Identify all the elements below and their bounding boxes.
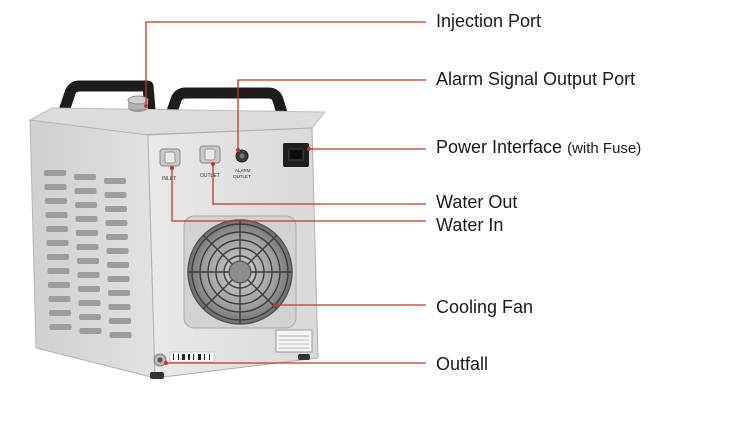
label-alarm-signal-output-port: Alarm Signal Output Port bbox=[436, 69, 636, 89]
vent-slot bbox=[78, 286, 100, 292]
barcode-bar bbox=[209, 354, 210, 360]
vent-slot bbox=[78, 300, 101, 306]
outfall-drain bbox=[153, 353, 167, 367]
barcode-bar bbox=[193, 354, 194, 360]
alarm-mark-line1: ALARM bbox=[235, 168, 251, 173]
side-vent-slots bbox=[44, 170, 132, 338]
barcode-bar bbox=[182, 354, 185, 360]
label-injection-port: Injection Port bbox=[436, 11, 542, 31]
vent-slot bbox=[45, 198, 67, 204]
vent-slot bbox=[47, 268, 70, 274]
water-inlet-fitting bbox=[159, 148, 181, 167]
vent-slot bbox=[48, 296, 71, 302]
label-power-interface: Power Interface (with Fuse) bbox=[436, 137, 641, 159]
vent-slot bbox=[108, 304, 131, 310]
vent-slot bbox=[76, 244, 99, 250]
vent-slot bbox=[107, 276, 130, 282]
power-socket bbox=[283, 143, 309, 167]
leader-dot-cooling-fan bbox=[273, 303, 277, 307]
vent-slot bbox=[104, 192, 127, 198]
barcode-bar bbox=[188, 354, 190, 360]
vent-slot bbox=[45, 212, 68, 218]
label-water-in: Water In bbox=[436, 215, 504, 235]
water-outlet-fitting bbox=[199, 145, 221, 164]
label-power-interface-text: Power Interface bbox=[436, 137, 563, 157]
vent-slot bbox=[77, 258, 99, 264]
label-water-out: Water Out bbox=[436, 192, 518, 212]
barcode-bar bbox=[173, 354, 174, 360]
leader-dot-alarm-port bbox=[236, 148, 240, 152]
leader-dot-power-interface bbox=[307, 147, 311, 151]
leader-line-water-out bbox=[212, 164, 426, 205]
alarm-outlet-connector bbox=[235, 149, 249, 163]
label-cooling-fan: Cooling Fan bbox=[436, 297, 534, 317]
barcode-bar bbox=[204, 354, 205, 360]
vent-slot bbox=[75, 202, 97, 208]
vent-slot bbox=[105, 220, 128, 226]
vent-slot bbox=[108, 290, 130, 296]
vent-slot bbox=[44, 170, 66, 176]
vent-slot bbox=[77, 272, 100, 278]
vent-slot bbox=[79, 314, 101, 320]
vent-slot bbox=[46, 226, 68, 232]
outlet-mark: OUTLET bbox=[200, 173, 220, 179]
spec-plate bbox=[275, 329, 313, 353]
vent-slot bbox=[49, 324, 72, 330]
vent-slot bbox=[76, 230, 98, 236]
vent-slot bbox=[106, 248, 129, 254]
carry-handles bbox=[56, 80, 292, 128]
label-outfall: Outfall bbox=[436, 354, 489, 374]
vent-slot bbox=[79, 328, 102, 334]
leader-line-injection-port bbox=[145, 21, 426, 106]
vent-slot bbox=[46, 240, 69, 246]
cooling-fan bbox=[183, 215, 297, 329]
leader-dot-injection-port bbox=[144, 104, 148, 108]
vent-slot bbox=[75, 216, 98, 222]
barcode-sticker bbox=[169, 351, 215, 363]
vent-slot bbox=[104, 178, 126, 184]
label-power-interface-note: (with Fuse) bbox=[567, 140, 642, 157]
vent-slot bbox=[105, 206, 127, 212]
chiller-feet bbox=[150, 354, 310, 379]
leader-dot-outfall bbox=[164, 361, 168, 365]
vent-slot bbox=[109, 318, 131, 324]
barcode-bar bbox=[178, 354, 179, 360]
vent-slot bbox=[48, 282, 70, 288]
leader-dot-water-out bbox=[211, 162, 215, 166]
vent-slot bbox=[47, 254, 69, 260]
alarm-mark-line2: OUTLET bbox=[233, 174, 251, 179]
vent-slot bbox=[109, 332, 132, 338]
leader-line-alarm-port bbox=[237, 79, 426, 150]
injection-port-cap bbox=[127, 95, 149, 112]
vent-slot bbox=[106, 234, 128, 240]
vent-slot bbox=[74, 188, 97, 194]
vent-slot bbox=[74, 174, 96, 180]
vent-slot bbox=[44, 184, 67, 190]
leader-dot-water-in bbox=[170, 166, 174, 170]
vent-slot bbox=[49, 310, 71, 316]
leader-line-water-in bbox=[171, 168, 426, 222]
vent-slot bbox=[107, 262, 129, 268]
barcode-bar bbox=[198, 354, 201, 360]
inlet-mark: INLET bbox=[162, 176, 176, 182]
